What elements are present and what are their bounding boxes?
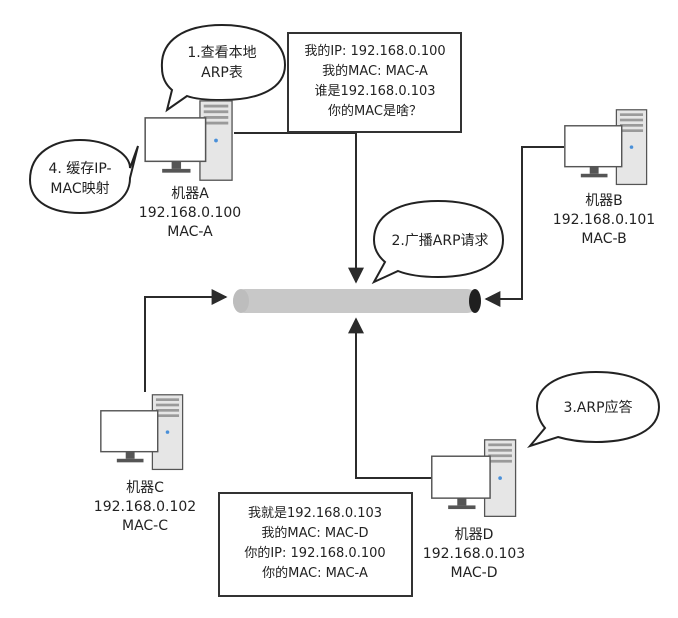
computer-icon [431,439,517,518]
reply-line: 你的IP: 192.168.0.100 [244,545,385,561]
bubble-cache: 4. 缓存IP- MAC映射 [28,138,139,215]
bubble-lookup-line2: ARP表 [201,65,243,81]
request-line: 谁是192.168.0.103 [314,84,435,99]
computer-icon [100,394,184,471]
bubble-reply: 3.ARP应答 [527,370,661,449]
reply-box: 我就是192.168.0.103 我的MAC: MAC-D 你的IP: 192.… [218,492,413,597]
machine-d-ip: 192.168.0.103 [423,546,525,562]
connector-d [348,317,432,479]
computer-icon [144,100,233,181]
machine-c-ip: 192.168.0.102 [94,499,196,515]
bubble-reply-text: 3.ARP应答 [563,399,632,416]
machine-a-mac: MAC-A [167,224,213,240]
machine-b-ip: 192.168.0.101 [553,212,655,228]
reply-line: 你的MAC: MAC-A [262,565,368,581]
machine-a: 机器A 192.168.0.100 MAC-A [139,100,241,240]
request-line: 我的MAC: MAC-A [322,63,428,79]
network-bus [233,289,481,313]
bubble-broadcast-text: 2.广播ARP请求 [391,233,488,249]
request-box: 我的IP: 192.168.0.100 我的MAC: MAC-A 谁是192.1… [287,32,462,133]
machine-c: 机器C 192.168.0.102 MAC-C [94,394,196,534]
computer-icon [564,109,648,186]
machine-d-name: 机器D [455,527,494,543]
machine-c-mac: MAC-C [122,518,168,534]
request-line: 我的IP: 192.168.0.100 [304,43,445,59]
machine-c-name: 机器C [126,480,164,496]
connector-c [144,289,228,392]
machine-d: 机器D 192.168.0.103 MAC-D [423,439,525,581]
connector-b [484,146,564,307]
machine-b-mac: MAC-B [581,231,626,247]
bus-end-cap [469,289,481,313]
bubble-broadcast: 2.广播ARP请求 [371,199,505,285]
bubble-cache-line2: MAC映射 [50,181,109,197]
machine-b-name: 机器B [585,193,623,209]
connector-a [234,132,364,284]
machine-b: 机器B 192.168.0.101 MAC-B [553,109,655,247]
machine-d-mac: MAC-D [450,565,497,581]
bubble-lookup-line1: 1.查看本地 [187,45,256,61]
machine-a-name: 机器A [171,186,209,202]
reply-line: 我的MAC: MAC-D [261,525,368,541]
request-line: 你的MAC是啥？ [328,103,422,119]
bubble-lookup: 1.查看本地 ARP表 [160,23,287,113]
machine-a-ip: 192.168.0.100 [139,205,241,221]
bubble-cache-line1: 4. 缓存IP- [48,161,111,177]
reply-line: 我就是192.168.0.103 [248,506,382,521]
